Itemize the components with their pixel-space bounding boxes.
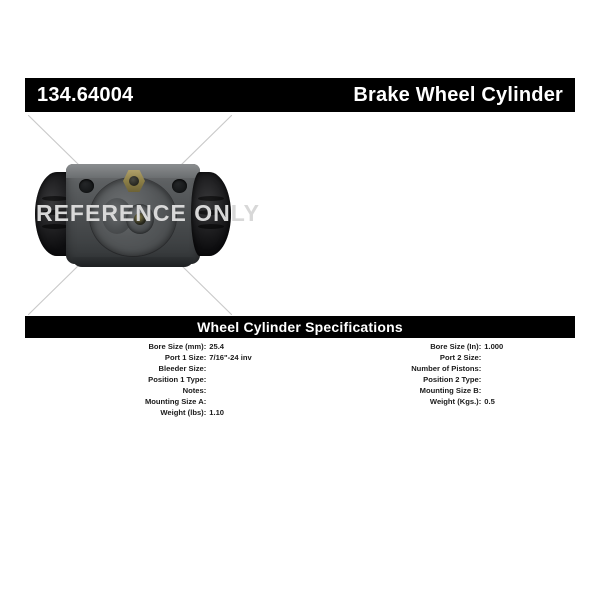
spec-row: Number of Pistons: xyxy=(300,363,575,374)
spec-row: Port 1 Size: 7/16"-24 inv xyxy=(25,352,300,363)
mounting-hole-right-icon xyxy=(172,179,187,193)
spec-label: Port 1 Size: xyxy=(164,353,207,362)
specifications-table: Bore Size (mm): 25.4 Port 1 Size: 7/16"-… xyxy=(25,341,575,418)
product-image-area: REFERENCE ONLY xyxy=(25,112,575,316)
spec-label: Weight (Kgs.): xyxy=(429,397,482,406)
spec-label: Weight (lbs): xyxy=(160,408,207,417)
product-header-bar: 134.64004 Brake Wheel Cylinder xyxy=(25,78,575,112)
mounting-hole-left-icon xyxy=(79,179,94,193)
spec-value: 0.5 xyxy=(484,397,495,406)
spec-label: Bleeder Size: xyxy=(158,364,207,373)
spec-row: Mounting Size A: xyxy=(25,396,300,407)
spec-value: 1.10 xyxy=(209,408,225,417)
specifications-right-column: Bore Size (In): 1.000 Port 2 Size: Numbe… xyxy=(300,341,575,418)
spec-label: Bore Size (In): xyxy=(430,342,482,351)
spec-row: Position 1 Type: xyxy=(25,374,300,385)
spec-row: Bleeder Size: xyxy=(25,363,300,374)
specifications-left-column: Bore Size (mm): 25.4 Port 1 Size: 7/16"-… xyxy=(25,341,300,418)
spec-value: 1.000 xyxy=(484,342,504,351)
spec-label: Notes: xyxy=(182,386,207,395)
spec-row: Bore Size (In): 1.000 xyxy=(300,341,575,352)
spec-value: 25.4 xyxy=(209,342,225,351)
spec-label: Number of Pistons: xyxy=(411,364,482,373)
spec-label: Bore Size (mm): xyxy=(148,342,207,351)
spec-value: 7/16"-24 inv xyxy=(209,353,252,362)
spec-label: Port 2 Size: xyxy=(439,353,482,362)
specifications-title: Wheel Cylinder Specifications xyxy=(197,319,403,335)
rubber-boot-right-icon xyxy=(191,172,231,256)
spec-row: Mounting Size B: xyxy=(300,385,575,396)
product-photo xyxy=(35,164,231,267)
spec-row: Bore Size (mm): 25.4 xyxy=(25,341,300,352)
inlet-port-icon xyxy=(126,204,154,234)
spec-row: Notes: xyxy=(25,385,300,396)
product-name: Brake Wheel Cylinder xyxy=(353,83,563,106)
cylinder-body xyxy=(66,164,200,267)
spec-label: Mounting Size A: xyxy=(144,397,207,406)
spec-label: Position 2 Type: xyxy=(423,375,482,384)
spec-row: Weight (Kgs.): 0.5 xyxy=(300,396,575,407)
part-number: 134.64004 xyxy=(37,83,134,106)
specifications-header-bar: Wheel Cylinder Specifications xyxy=(25,316,575,338)
spec-label: Position 1 Type: xyxy=(148,375,207,384)
spec-row: Position 2 Type: xyxy=(300,374,575,385)
spec-row: Port 2 Size: xyxy=(300,352,575,363)
bleeder-screw-icon xyxy=(123,170,145,192)
reference-only-watermark: REFERENCE ONLY xyxy=(35,200,261,226)
spec-row: Weight (lbs): 1.10 xyxy=(25,407,300,418)
spec-label: Mounting Size B: xyxy=(419,386,482,395)
